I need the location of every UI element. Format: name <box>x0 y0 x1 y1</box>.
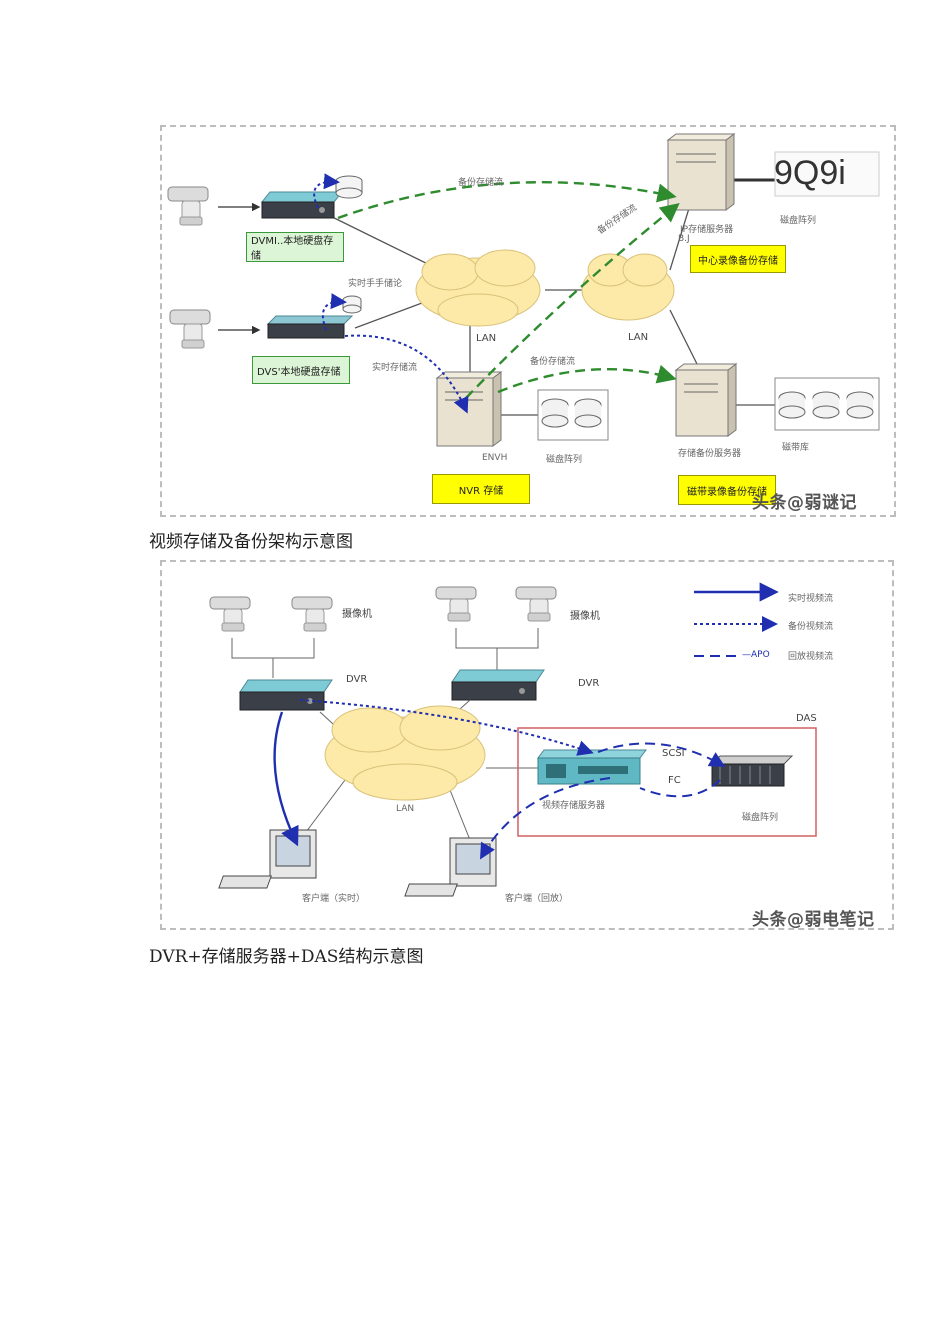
dvr-label-left: DVR <box>346 674 368 685</box>
camera-icon <box>291 596 333 632</box>
disk-array-nvr <box>537 389 609 441</box>
disk-array-label: 磁盘阵列 <box>742 813 779 823</box>
storage-server <box>537 749 647 785</box>
camera-icon <box>167 186 209 226</box>
disk-array-nvr-label: 磁盘阵列 <box>546 455 583 465</box>
ip-server-label: IP存储服务器 <box>680 225 734 235</box>
legend-apo-label: —APO <box>742 650 770 660</box>
das-box <box>517 727 817 837</box>
lan-cloud <box>581 253 675 321</box>
backup-flow <box>299 699 594 756</box>
watermark-2: 头条@弱电笔记 <box>752 910 875 930</box>
server-backup <box>674 363 738 437</box>
lan-cloud <box>324 705 486 801</box>
center-backup-label: 中心录像备份存储 <box>690 245 786 273</box>
legend-realtime-label: 实时视频流 <box>788 594 834 604</box>
figure1-frame <box>160 125 896 517</box>
client-pc-realtime <box>218 829 317 889</box>
camera-label-right: 摄像机 <box>570 611 600 622</box>
disk-array-top <box>774 151 880 197</box>
camera-icon <box>435 586 477 622</box>
client-realtime-label: 客户端（实时） <box>302 894 366 904</box>
watermark-1: 头条@弱谜记 <box>752 493 857 513</box>
disk-icon <box>335 175 363 199</box>
dvr-device <box>451 669 545 701</box>
playback-flow <box>480 742 726 860</box>
ip-server-sub-label: B.J <box>678 234 690 244</box>
scsi-label: SCSI <box>662 748 685 759</box>
dvr-device <box>260 191 344 219</box>
camera-icon <box>169 309 211 349</box>
realtime-flow <box>273 711 299 847</box>
lan-label-1: LAN <box>476 333 497 344</box>
lan-cloud <box>415 249 541 327</box>
figure1-caption: 视频存储及备份架构示意图 <box>149 532 353 552</box>
realtime-stream-label-1: 实时手手储论 <box>348 279 403 289</box>
network-lines <box>317 178 775 416</box>
client-playback-label: 客户端（回放） <box>505 894 569 904</box>
realtime-stream-label-2: 实时存储流 <box>372 363 418 373</box>
storage-server-label: 视频存储服务器 <box>542 801 606 811</box>
client-pc-playback <box>404 837 497 897</box>
legend-playback-label: 回放视频流 <box>788 652 834 662</box>
realtime-stream-arrows <box>313 173 469 414</box>
tape-library <box>774 377 880 431</box>
camera-label-left: 摄像机 <box>342 609 372 620</box>
disk-array <box>710 755 794 787</box>
dvr-device <box>239 679 333 711</box>
das-label: DAS <box>796 713 817 724</box>
lan-label: LAN <box>396 804 415 814</box>
camera-icon <box>515 586 557 622</box>
tape-backup-label: 磁带录像备份存储 <box>678 475 776 505</box>
legend-backup-label: 备份视频流 <box>788 622 834 632</box>
camera-connectors <box>231 628 539 678</box>
tape-lib-label: 磁带库 <box>782 443 810 453</box>
disk-array-top-label: 磁盘阵列 <box>780 216 817 226</box>
legend <box>694 582 779 657</box>
figure2-caption: DVR+存储服务器+DAS结构示意图 <box>149 947 424 967</box>
lan-label-2: LAN <box>628 332 649 343</box>
backup-stream-top-label: 备份存储流 <box>458 178 504 188</box>
server-ip <box>666 133 736 211</box>
nvr-storage-label: NVR 存储 <box>432 474 530 504</box>
dvs-local-storage-label: DVS'本地硬盘存储 <box>252 356 350 384</box>
dvr-label-right: DVR <box>578 678 600 689</box>
camera-icon <box>209 596 251 632</box>
backup-stream-arrows <box>337 181 680 399</box>
backup-stream-low-label: 备份存储流 <box>530 357 576 367</box>
backup-server-label: 存储备份服务器 <box>678 449 742 459</box>
figure2-frame <box>160 560 894 930</box>
disk-array-top-text: 9Q9i <box>774 154 846 192</box>
envh-label: ENVH <box>482 453 508 463</box>
dvr-local-storage-label: DVMI..本地硬盘存储 <box>246 232 344 262</box>
fc-label: FC <box>668 775 681 786</box>
